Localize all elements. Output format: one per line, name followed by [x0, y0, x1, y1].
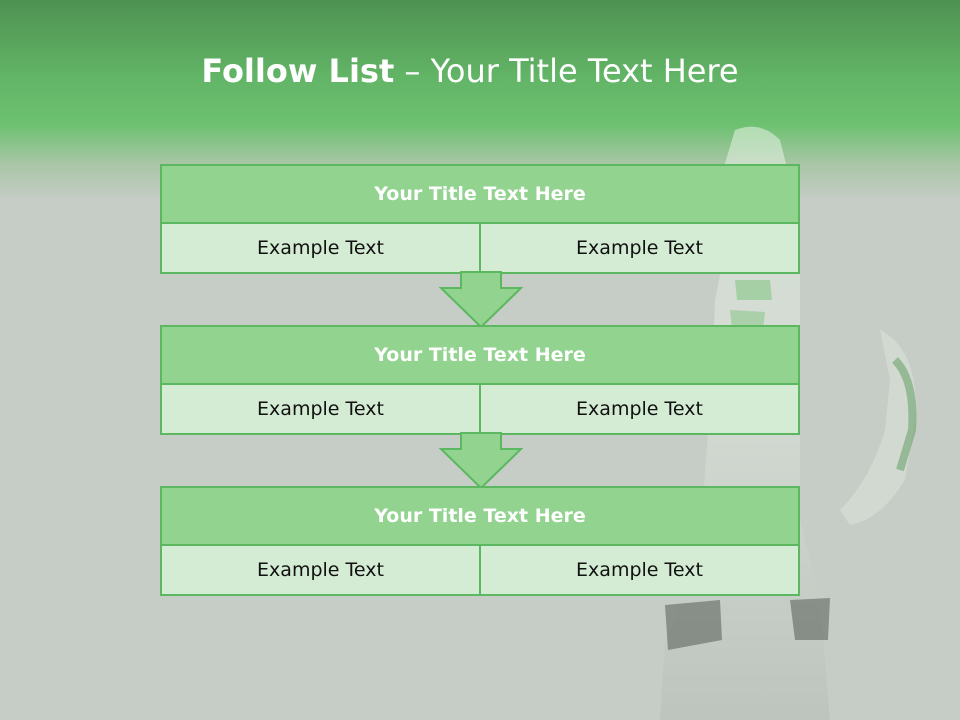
- list-block-row: Example Text Example Text: [162, 385, 798, 433]
- slide-title-bold: Follow List: [201, 52, 395, 90]
- list-block-cell-right: Example Text: [479, 385, 798, 433]
- list-block-row: Example Text Example Text: [162, 546, 798, 594]
- list-block-row: Example Text Example Text: [162, 224, 798, 272]
- down-arrow-icon: [438, 432, 524, 490]
- slide-title: Follow List – Your Title Text Here: [0, 52, 940, 90]
- down-arrow-icon: [438, 271, 524, 329]
- list-block-3: Your Title Text Here Example Text Exampl…: [160, 486, 800, 596]
- list-block-cell-left: Example Text: [257, 398, 384, 420]
- list-block-title: Your Title Text Here: [162, 488, 798, 546]
- list-block-cell-right: Example Text: [479, 546, 798, 594]
- list-block-2: Your Title Text Here Example Text Exampl…: [160, 325, 800, 435]
- list-block-title: Your Title Text Here: [162, 327, 798, 385]
- list-block-1: Your Title Text Here Example Text Exampl…: [160, 164, 800, 274]
- slide-title-rest: – Your Title Text Here: [394, 52, 739, 90]
- list-block-cell-right: Example Text: [479, 224, 798, 272]
- list-block-cell-left: Example Text: [257, 559, 384, 581]
- list-block-title: Your Title Text Here: [162, 166, 798, 224]
- list-block-cell-left: Example Text: [257, 237, 384, 259]
